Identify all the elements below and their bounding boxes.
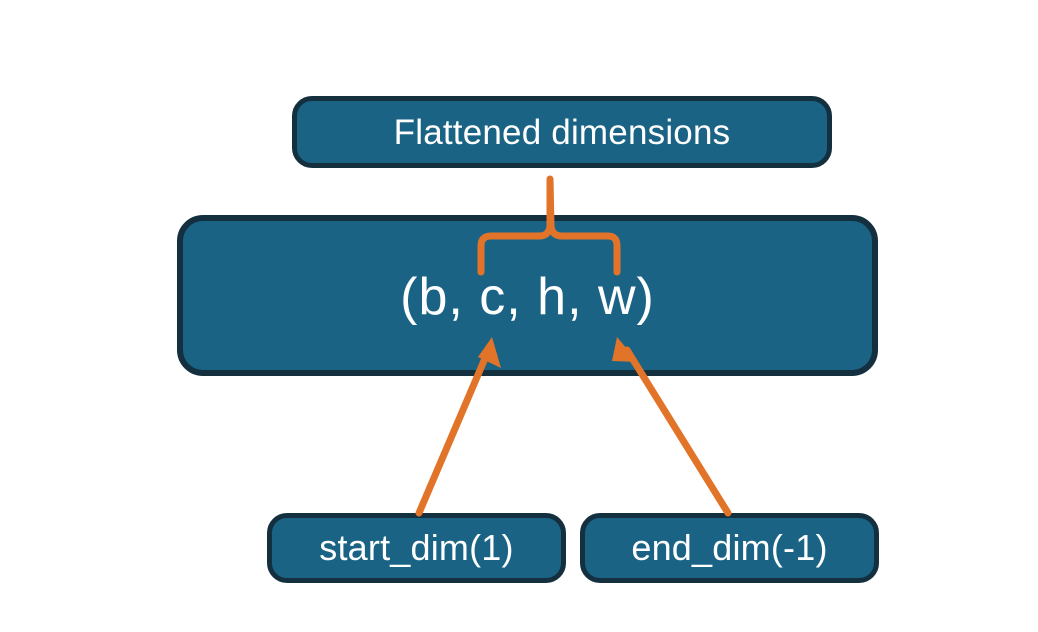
node-flattened-dimensions-label: Flattened dimensions <box>393 112 731 152</box>
node-start-dim[interactable]: start_dim(1) <box>267 513 566 583</box>
node-end-dim[interactable]: end_dim(-1) <box>580 513 879 583</box>
node-flattened-dimensions[interactable]: Flattened dimensions <box>292 96 832 168</box>
node-end-dim-label: end_dim(-1) <box>631 527 828 568</box>
node-tensor-shape-label: (b, c, h, w) <box>400 268 655 326</box>
node-tensor-shape[interactable]: (b, c, h, w) <box>177 215 878 376</box>
node-start-dim-label: start_dim(1) <box>319 527 514 568</box>
